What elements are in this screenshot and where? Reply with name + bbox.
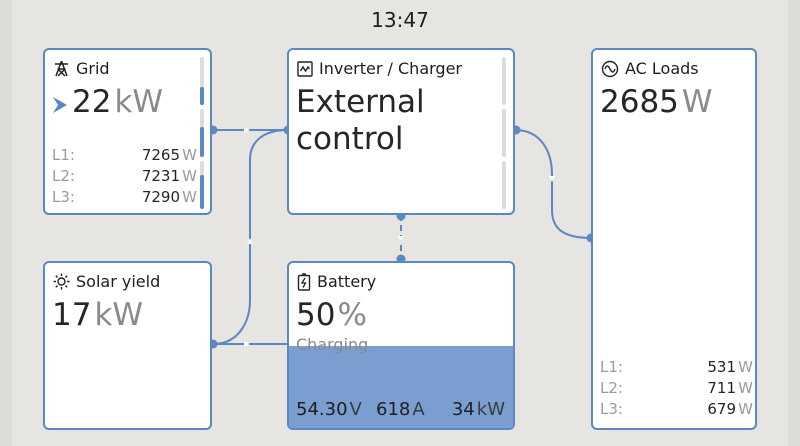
- grid-phase-l3: L3: 7290 W: [52, 188, 197, 206]
- flow-arrow-solar-battery: [244, 341, 250, 347]
- grid-tower-icon: [53, 60, 70, 77]
- grid-card[interactable]: Grid 22kW L1: 7265 W L2: 7231 W L3: 7290…: [43, 48, 212, 215]
- battery-title: Battery: [317, 272, 377, 291]
- flow-arrow-grid: [244, 127, 250, 133]
- grid-l2-bar: [200, 109, 204, 157]
- inverter-state-line1: External: [296, 84, 425, 120]
- solar-power: 17kW: [52, 297, 143, 333]
- inverter-state: External control: [296, 84, 425, 158]
- inverter-l2-bar: [502, 109, 506, 157]
- grid-power-value: 22: [72, 84, 112, 120]
- inverter-state-line2: control: [296, 121, 404, 157]
- flow-arrow-acloads: [549, 176, 555, 182]
- grid-phase-l1: L1: 7265 W: [52, 146, 197, 164]
- ac-loads-power: 2685W: [600, 84, 713, 120]
- status-clock: 13:47: [371, 8, 429, 32]
- ac-loads-power-unit: W: [681, 84, 713, 120]
- flow-arrow-solar-up: [247, 238, 253, 244]
- grid-title: Grid: [76, 59, 110, 78]
- wire-solar-bus: [212, 129, 289, 345]
- ac-loads-phase-l1: L1: 531 W: [600, 358, 753, 376]
- chevron-right-icon: [52, 86, 68, 122]
- battery-status: Charging: [296, 335, 369, 354]
- sun-icon: [53, 273, 70, 290]
- inverter-l1-bar: [502, 57, 506, 105]
- grid-l3-bar: [200, 161, 204, 209]
- grid-l1-bar: [200, 57, 204, 105]
- ac-loads-phase-l2: L2: 711 W: [600, 379, 753, 397]
- flow-arrow-battery: [398, 236, 404, 242]
- solar-power-unit: kW: [94, 297, 144, 333]
- ac-loads-card[interactable]: AC Loads 2685W L1: 531 W L2: 711 W L3: 6…: [591, 48, 757, 430]
- grid-phase-l2: L2: 7231 W: [52, 167, 197, 185]
- battery-charging-icon: [297, 272, 311, 291]
- battery-soc-unit: %: [337, 297, 367, 333]
- inverter-wave-icon: [297, 60, 313, 77]
- solar-power-value: 17: [52, 297, 92, 333]
- solar-yield-card[interactable]: Solar yield 17kW: [43, 261, 212, 430]
- battery-soc: 50%: [296, 297, 367, 333]
- sine-wave-icon: [601, 60, 619, 78]
- inverter-title: Inverter / Charger: [319, 59, 462, 78]
- solar-title: Solar yield: [76, 272, 161, 291]
- grid-power-unit: kW: [114, 84, 164, 120]
- battery-soc-value: 50: [296, 297, 336, 333]
- ac-loads-phase-l3: L3: 679 W: [600, 400, 753, 418]
- grid-power: 22kW: [52, 84, 163, 122]
- inverter-l3-bar: [502, 161, 506, 209]
- ac-loads-title: AC Loads: [625, 59, 699, 78]
- screen-edge-right: [788, 0, 800, 446]
- screen-edge-left: [0, 0, 12, 446]
- battery-soc-fill: [289, 345, 513, 428]
- ac-loads-power-value: 2685: [600, 84, 679, 120]
- wire-inverter-acloads: [514, 129, 593, 239]
- inverter-charger-card[interactable]: Inverter / Charger External control: [287, 48, 515, 215]
